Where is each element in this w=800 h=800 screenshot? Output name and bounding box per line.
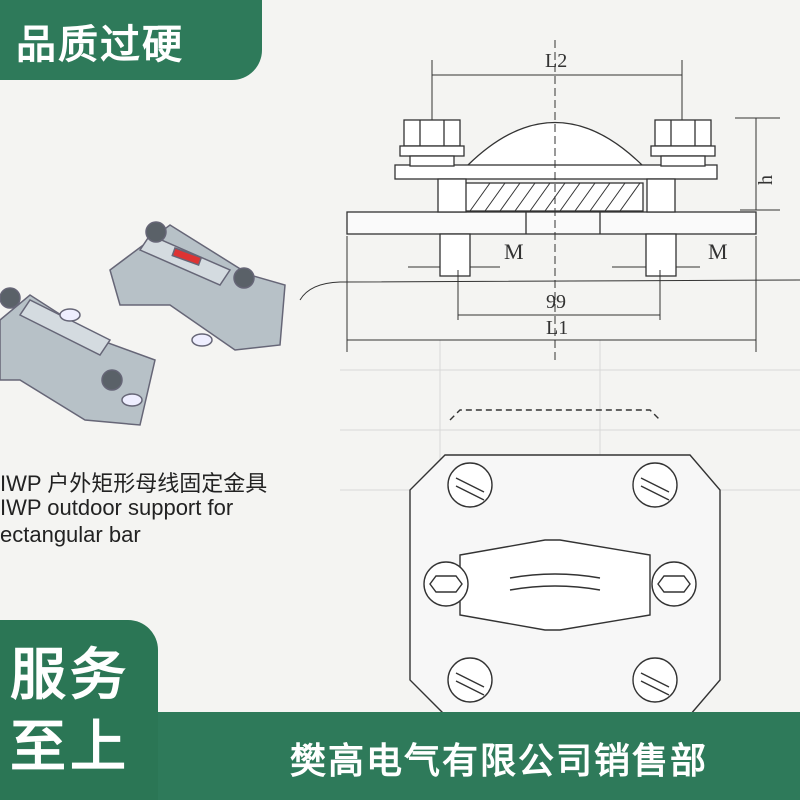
caption-line-2: IWP outdoor support for [0, 495, 234, 520]
service-line-2: 至上 [10, 715, 130, 780]
caption-line-3: ectangular bar [0, 522, 141, 547]
plan-view-drawing [409, 409, 721, 716]
dim-l1-label: L1 [546, 317, 568, 339]
service-line-1: 服务 [10, 643, 130, 708]
product-photo [0, 221, 286, 426]
caption-line-1: IWP 户外矩形母线固定金具 [0, 471, 268, 496]
service-badge [0, 620, 158, 800]
side-view-drawing [346, 119, 757, 277]
service-badge-label: 服务 至上 [10, 640, 150, 784]
dim-l2-label: L2 [545, 50, 567, 72]
quality-badge: 品质过硬 [0, 0, 262, 80]
quality-badge-label: 品质过硬 [16, 22, 184, 68]
dim-99-label: 99 [546, 291, 566, 313]
dim-h-label: h [755, 175, 777, 185]
company-name: 樊高电气有限公司销售部 [290, 741, 709, 782]
dim-m-left-label: M [504, 239, 524, 264]
dim-m-right-label: M [708, 239, 728, 264]
